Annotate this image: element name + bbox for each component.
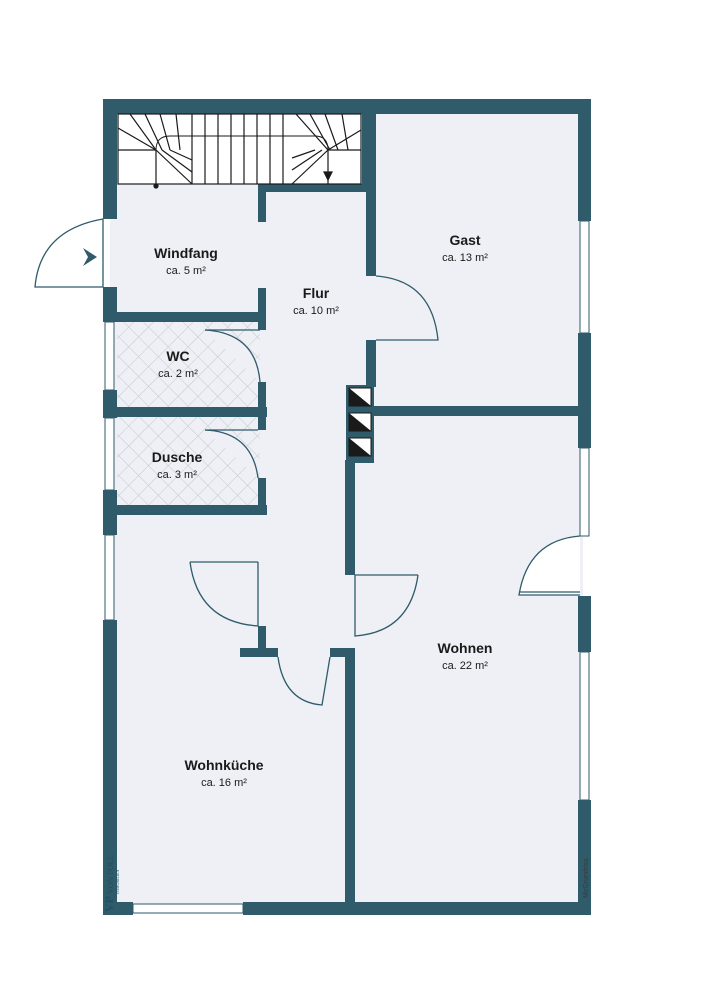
room-label-gast: Gast ca. 13 m² xyxy=(442,232,488,264)
room-label-wc: WC ca. 2 m² xyxy=(158,348,198,380)
window-wohnen-lower xyxy=(579,651,590,801)
entrance-arrow-icon xyxy=(83,248,97,266)
entrance-door xyxy=(34,218,104,288)
door-wohnen-swing xyxy=(354,574,419,637)
room-name: Flur xyxy=(303,285,330,301)
room-area: ca. 22 m² xyxy=(442,660,488,672)
room-area: ca. 13 m² xyxy=(442,252,488,264)
room-label-windfang: Windfang ca. 5 m² xyxy=(154,245,218,277)
door-dusche xyxy=(204,429,259,479)
room-name: Windfang xyxy=(154,245,218,261)
door-wc xyxy=(204,329,261,383)
credit-text: McGrundriss xyxy=(583,858,590,898)
door-kueche xyxy=(277,656,331,706)
von-poll-logo: VP VON POLL IMMOBILIEN xyxy=(102,855,120,912)
walls xyxy=(103,99,591,915)
logo-name: VON POLL xyxy=(106,855,115,894)
logo-tagline: IMMOBILIEN xyxy=(115,869,120,894)
room-name: Gast xyxy=(449,232,480,248)
logo-monogram: VP xyxy=(102,896,116,912)
room-name: Wohnen xyxy=(438,640,493,656)
room-area: ca. 5 m² xyxy=(166,265,206,277)
room-name: Wohnküche xyxy=(184,757,263,773)
wc-tile-floor xyxy=(117,322,260,407)
windows xyxy=(104,220,590,914)
room-label-wohnkueche: Wohnküche ca. 16 m² xyxy=(184,757,263,789)
window-gast xyxy=(579,220,590,334)
window-kueche-side xyxy=(104,534,115,621)
room-name: WC xyxy=(166,348,189,364)
dusche-tile-floor xyxy=(117,417,260,505)
door-kueche-swing xyxy=(189,561,259,627)
room-area: ca. 16 m² xyxy=(201,777,247,789)
chimney-shaft-icon xyxy=(348,387,372,457)
room-label-dusche: Dusche ca. 3 m² xyxy=(152,449,203,481)
room-label-wohnen: Wohnen ca. 22 m² xyxy=(438,640,493,672)
room-area: ca. 10 m² xyxy=(293,305,339,317)
room-label-flur: Flur ca. 10 m² xyxy=(293,285,339,317)
window-kueche-bottom xyxy=(132,903,244,914)
room-area: ca. 2 m² xyxy=(158,368,198,380)
window-wc xyxy=(104,321,115,391)
door-gast xyxy=(375,275,439,341)
window-dusche xyxy=(104,417,115,491)
room-area: ca. 3 m² xyxy=(157,469,197,481)
staircase-icon xyxy=(117,113,362,189)
room-name: Dusche xyxy=(152,449,203,465)
window-wohnen-upper xyxy=(579,447,590,537)
doors xyxy=(34,218,581,706)
